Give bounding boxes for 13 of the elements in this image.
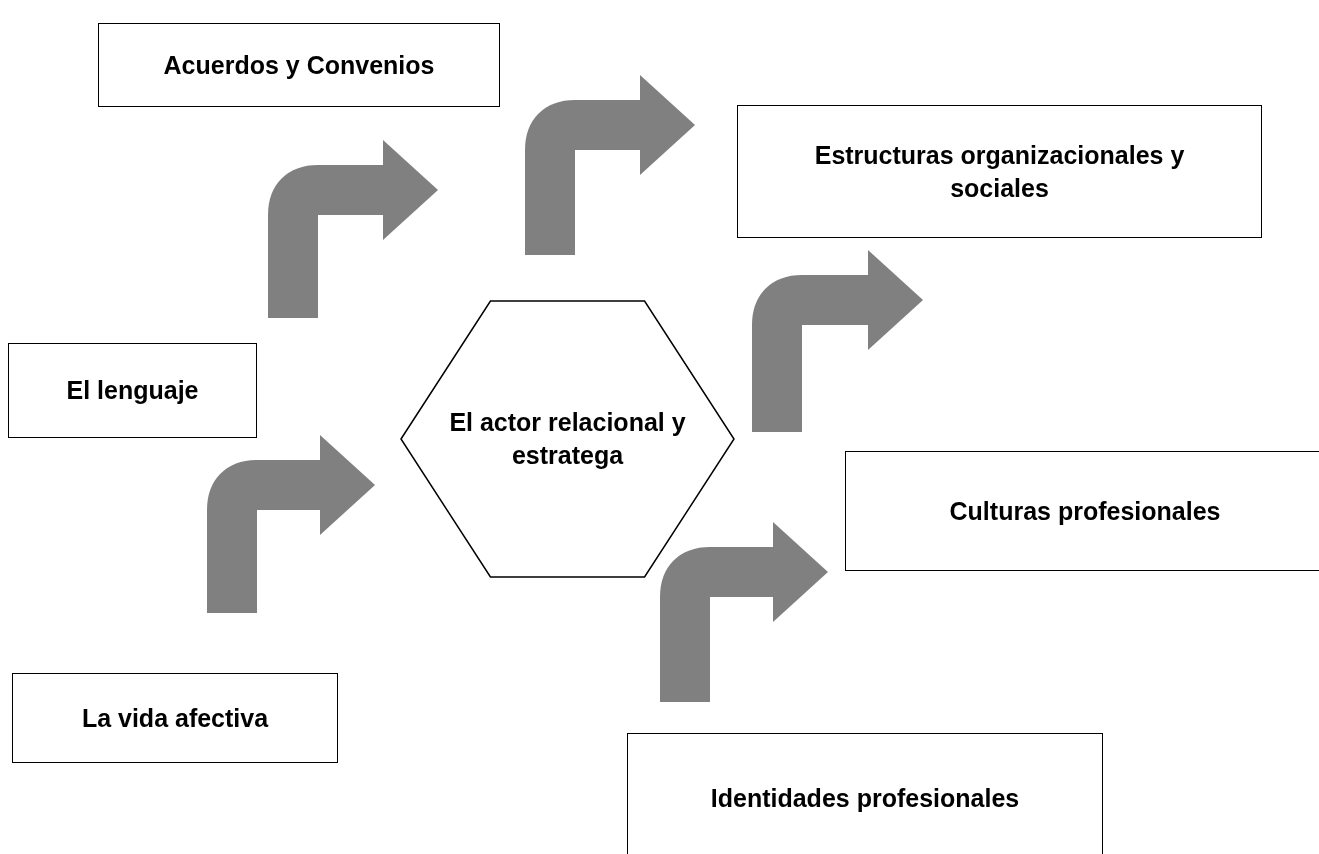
node-label: Culturas profesionales bbox=[949, 495, 1221, 527]
node-label: El lenguaje bbox=[66, 375, 199, 406]
node-label: Identidades profesionales bbox=[710, 782, 1020, 814]
node-label: La vida afectiva bbox=[81, 702, 269, 734]
node-label: Estructuras organizacionales y sociales bbox=[813, 139, 1186, 204]
text-box bbox=[737, 105, 1262, 238]
node-label: El actor relacional y estratega bbox=[448, 407, 687, 471]
text-box bbox=[12, 673, 338, 763]
text-box bbox=[98, 23, 500, 107]
text-box bbox=[845, 451, 1319, 571]
text-box bbox=[8, 343, 257, 438]
node-label: Acuerdos y Convenios bbox=[163, 49, 435, 81]
text-box bbox=[627, 733, 1103, 854]
